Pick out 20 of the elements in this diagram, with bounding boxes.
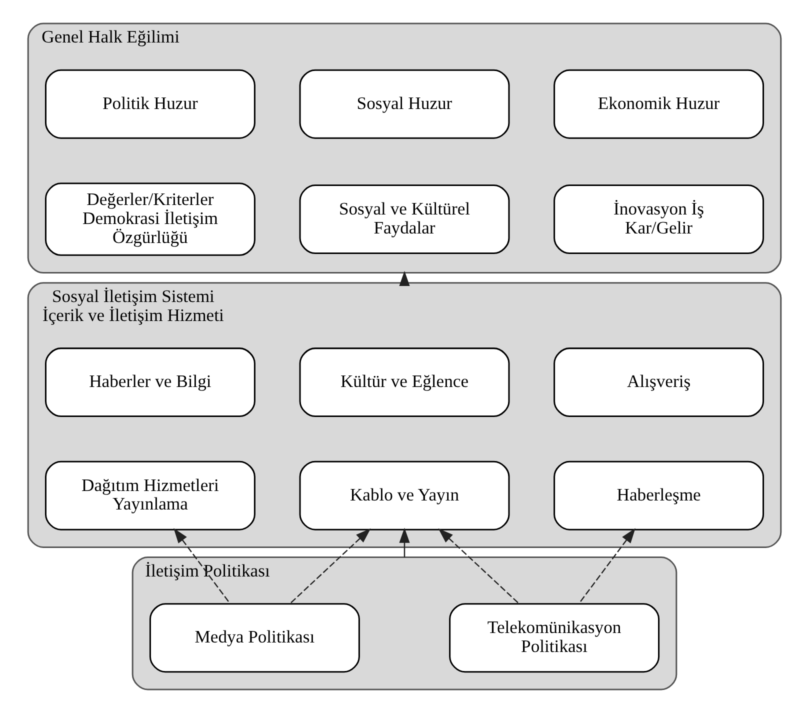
arrow <box>173 528 230 604</box>
arrow <box>289 528 370 604</box>
node-box: Sosyal Huzur <box>298 69 510 139</box>
arrow <box>398 270 410 286</box>
node-box: Kablo ve Yayın <box>298 460 510 530</box>
node-box: Sosyal ve Kültürel Faydalar <box>298 184 510 254</box>
arrow <box>398 528 410 558</box>
arrow <box>578 528 635 604</box>
node-box: Dağıtım Hizmetleri Yayınlama <box>44 460 255 530</box>
node-box: İnovasyon İş Kar/Gelir <box>553 184 764 254</box>
node-box: Haberler ve Bilgi <box>44 348 255 418</box>
node-box: Ekonomik Huzur <box>553 69 764 139</box>
node-box: Haberleşme <box>553 460 764 530</box>
node-box: Kültür ve Eğlence <box>298 348 510 418</box>
arrow <box>438 528 519 604</box>
node-box: Telekomünikasyon Politikası <box>448 603 660 673</box>
node-box: Politik Huzur <box>44 69 255 139</box>
node-box: Değerler/Kriterler Demokrasi İletişim Özgürlüğü <box>44 182 255 256</box>
node-box: Medya Politikası <box>148 603 360 673</box>
node-box: Alışveriş <box>553 348 764 418</box>
